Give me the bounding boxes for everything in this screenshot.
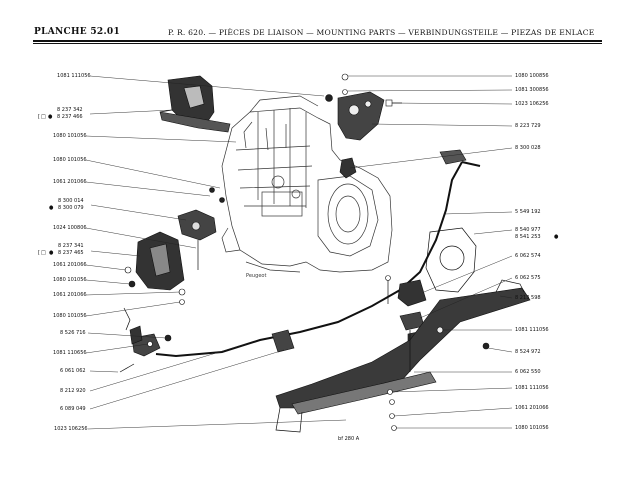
marker-dot: ● [48,114,53,120]
plate-title: P. R. 620. — PIÈCES DE LIAISON — MOUNTIN… [168,28,595,37]
part-label: 8 526 716 [60,330,86,336]
part-label: 5 549 192 [515,209,541,215]
part-label: 6 062 550 [515,369,541,375]
plate-number: PLANCHE 52.01 [34,27,121,37]
front-left-mount-parts [124,187,225,305]
part-label: 8 524 972 [515,349,541,355]
upper-right-engine-mount [325,73,402,179]
part-label: 1080 101056 [515,425,549,431]
part-label: 8 237 465 [58,250,84,256]
part-label: 1080 101056 [53,313,87,319]
part-label: 6 062 574 [515,253,541,259]
part-label: 1080 101056 [53,157,87,163]
marker-dot: ● [49,205,54,211]
header-rule-thick [33,40,602,42]
part-label: 1080 100856 [515,73,549,79]
part-label: 8 300 079 [58,205,84,211]
marker-bracket-open: [ [38,114,40,120]
part-label: 8 237 341 [58,243,84,249]
part-label: 8 223 729 [515,123,541,129]
marker-dot: ● [49,250,54,256]
engine-maker-label: Peugeot [246,273,266,279]
header-rule-thin [33,43,602,44]
part-label: 6 061 062 [60,368,86,374]
part-label: 1061 201066 [53,292,87,298]
part-label: 1061 201066 [515,405,549,411]
part-label: 8 212 920 [60,388,86,394]
part-label: 8 541 253 [515,234,541,240]
marker-square: □ [41,114,46,120]
part-label: 1080 101056 [53,277,87,283]
upper-engine-mount-bracket [159,75,231,133]
right-part-labels: 1080 100856 1081 300856 1023 106256 8 22… [347,73,559,431]
plate-header: PLANCHE 52.01 P. R. 620. — PIÈCES DE LIA… [0,0,639,46]
part-label: 1080 101056 [53,133,87,139]
part-label: 1081 300856 [515,87,549,93]
part-label: 6 062 575 [515,275,541,281]
marker-bracket-open: [ [38,250,40,256]
part-label: 1061 201066 [53,179,87,185]
part-label: 8 237 342 [57,107,83,113]
gearbox-support-assembly: bf 280 A [275,227,531,442]
part-label: 8 300 028 [515,145,541,151]
part-label: 8 540 977 [515,227,541,233]
part-label: 1081 111056 [515,385,549,391]
part-label: 8 237 466 [57,114,83,120]
left-part-labels: 1081 111056 8 237 342 [ □ ● 8 237 466 10… [38,73,347,432]
stabilizer-rod [119,149,481,373]
part-label: 6 089 049 [60,406,86,412]
engine-gearbox-drawing: Peugeot [221,95,393,279]
part-label: 1024 100806 [53,225,87,231]
part-label: 1081 111056 [515,327,549,333]
marker-square: □ [41,250,46,256]
part-label: 8 213 598 [515,295,541,301]
figure-code: bf 280 A [338,436,360,442]
part-label: 1023 106256 [515,101,549,107]
part-label: 1061 201066 [53,262,87,268]
part-label: 1081 111056 [57,73,91,79]
part-label: 8 300 014 [58,198,84,204]
part-label: 1023 106256 [54,426,88,432]
part-label: 1081 110656 [53,350,87,356]
marker-dot: ● [554,234,559,240]
